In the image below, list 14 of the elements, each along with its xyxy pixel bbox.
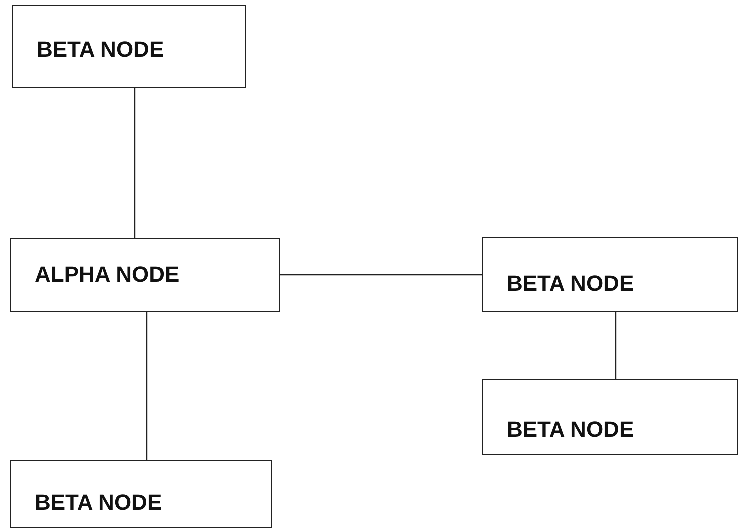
node-label: BETA NODE — [507, 417, 634, 443]
node-box — [10, 460, 272, 528]
node-label: ALPHA NODE — [35, 262, 180, 288]
connector-line — [280, 274, 482, 276]
connector-line — [146, 312, 148, 460]
connector-line — [615, 312, 617, 379]
node-box — [482, 379, 738, 455]
node-label: BETA NODE — [37, 36, 164, 62]
node-box — [10, 238, 280, 312]
node-label: BETA NODE — [35, 490, 162, 516]
node-label: BETA NODE — [507, 270, 634, 296]
connector-line — [134, 88, 136, 238]
node-box — [12, 5, 246, 88]
node-box — [482, 237, 738, 312]
